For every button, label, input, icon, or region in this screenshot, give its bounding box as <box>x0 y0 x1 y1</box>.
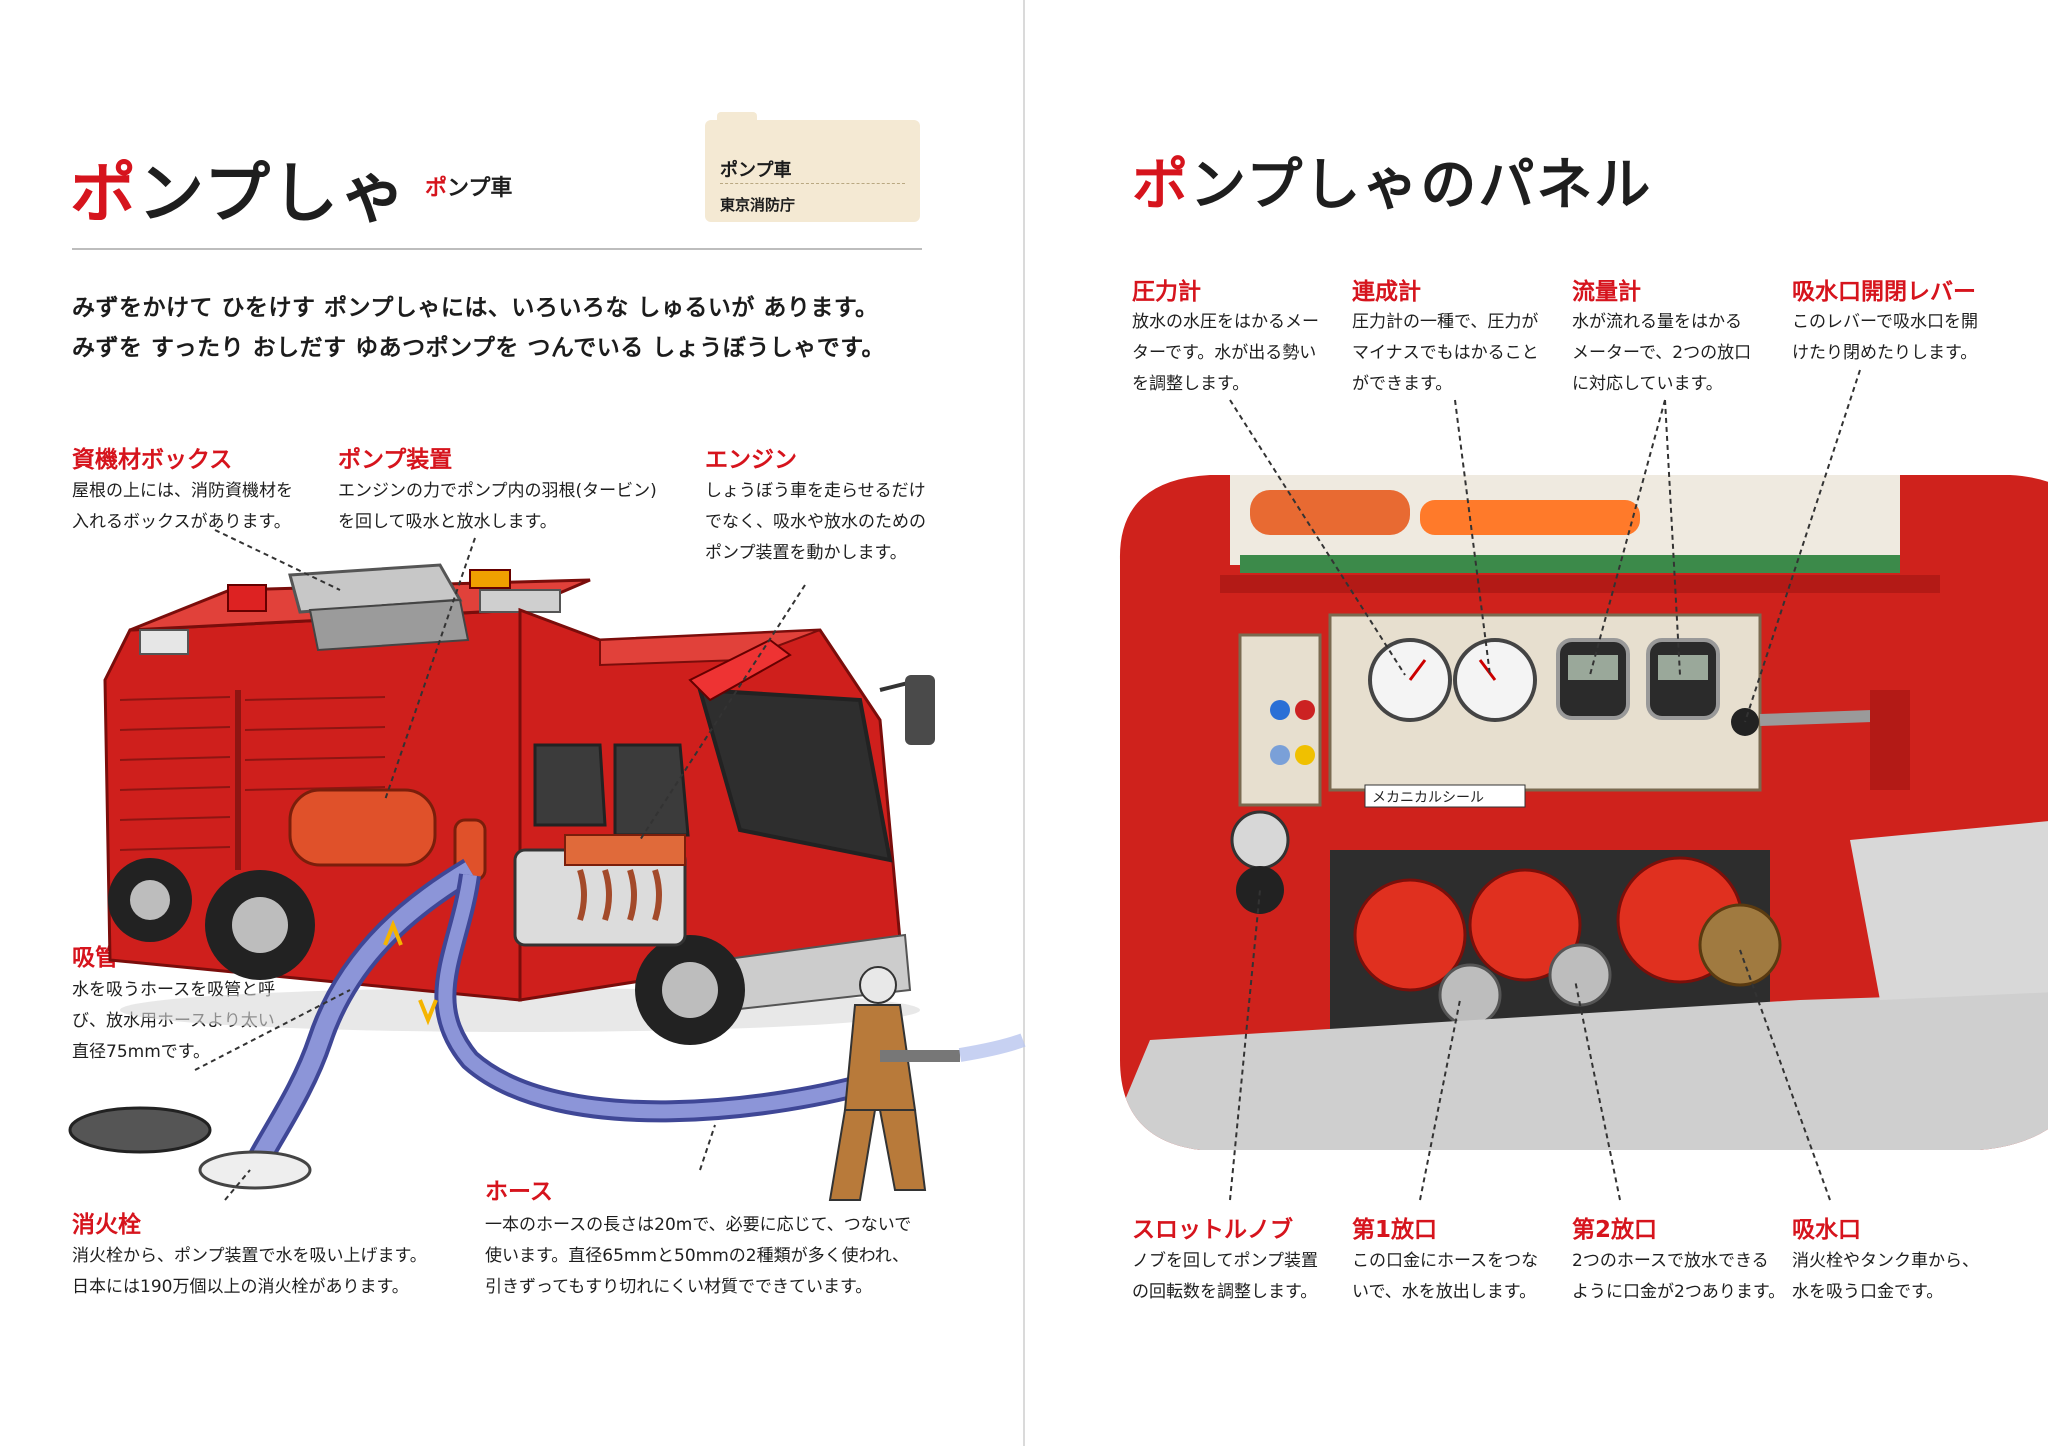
callout-label-compound-gauge: 連成計 <box>1352 279 1421 305</box>
page-title: ポンプしゃ <box>70 155 409 232</box>
callout-desc-flow-meter: 水が流れる量をはかるメーターで、2つの放口に対応しています。 <box>1572 312 1752 394</box>
intro-line-2: みずを すったり おしだす ゆあつポンプを つんでいる しょうぼうしゃです。 <box>72 335 885 361</box>
callout-label-throttle-knob: スロットルノブ <box>1132 1217 1293 1243</box>
callout-desc-engine: しょうぼう車を走らせるだけでなく、吸水や放水のためのポンプ装置を動かします。 <box>705 481 926 563</box>
fire-truck-illustration <box>68 529 1026 1201</box>
callout-label-flow-meter: 流量計 <box>1572 279 1641 305</box>
callout-label-pump-unit: ポンプ装置 <box>338 447 453 473</box>
truck-wheels <box>108 858 745 1045</box>
throttle-knob <box>1236 866 1284 914</box>
callout-desc-hydrant: 消火栓から、ポンプ装置で水を吸い上げます。日本には190万個以上の消火栓がありま… <box>72 1246 427 1297</box>
callout-label-hose: ホース <box>485 1179 553 1205</box>
callout-label-outlet-1: 第1放口 <box>1352 1217 1438 1243</box>
callout-desc-pressure-gauge: 放水の水圧をはかるメーターです。水が出る勢いを調整します。 <box>1132 312 1319 394</box>
firefighter-figure <box>828 966 960 1201</box>
seal-label: メカニカルシール <box>1372 790 1484 806</box>
callout-desc-equipment-box: 屋根の上には、消防資機材を入れるボックスがあります。 <box>72 481 293 532</box>
panel-page-title: ポンプしゃのパネル <box>1132 153 1653 218</box>
title-rule <box>72 248 922 250</box>
callout-label-outlet-2: 第2放口 <box>1572 1217 1658 1243</box>
callout-desc-hose: 一本のホースの長さは20mで、必要に応じて、つないで使います。直径65mmと50… <box>485 1215 912 1297</box>
callout-desc-outlet-2: 2つのホースで放水できるように口金が2つあります。 <box>1572 1251 1786 1302</box>
callout-label-intake-lever: 吸水口開閉レバー <box>1792 279 1976 305</box>
tag-title: ポンプ車 <box>720 160 792 181</box>
callout-desc-throttle-knob: ノブを回してポンプ装置の回転数を調整します。 <box>1132 1251 1318 1302</box>
callout-label-pressure-gauge: 圧力計 <box>1132 279 1201 305</box>
page-divider <box>1023 0 1025 1446</box>
callout-label-engine: エンジン <box>705 447 797 473</box>
photo-credit-tag: ポンプ車 東京消防庁 <box>705 112 920 222</box>
callout-label-equipment-box: 資機材ボックス <box>72 447 233 473</box>
page-subtitle: ポンプ車 <box>425 176 513 201</box>
callout-label-hydrant: 消火栓 <box>72 1212 141 1238</box>
callout-desc-intake: 消火栓やタンク車から、水を吸う口金です。 <box>1792 1251 1979 1302</box>
callout-desc-compound-gauge: 圧力計の一種で、圧力がマイナスでもはかることができます。 <box>1352 312 1539 394</box>
callout-desc-outlet-1: この口金にホースをつないで、水を放出します。 <box>1352 1251 1539 1302</box>
callout-desc-intake-lever: このレバーで吸水口を開けたり閉めたりします。 <box>1792 312 1978 363</box>
outlet-valves <box>1353 856 1782 1027</box>
callout-desc-pump-unit: エンジンの力でポンプ内の羽根(タービン)を回して吸水と放水します。 <box>338 481 657 532</box>
tag-org: 東京消防庁 <box>720 196 796 214</box>
callout-label-intake: 吸水口 <box>1792 1217 1861 1243</box>
intro-line-1: みずをかけて ひをけす ポンプしゃには、いろいろな しゅるいが あります。 <box>72 295 879 321</box>
tag-divider <box>720 183 905 184</box>
